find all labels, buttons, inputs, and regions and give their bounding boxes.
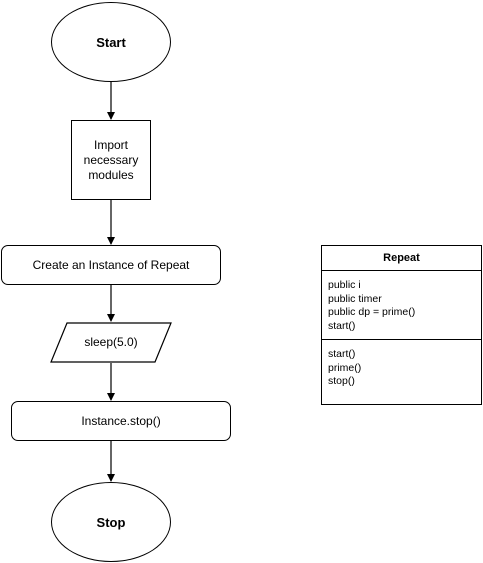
start-label: Start bbox=[96, 34, 126, 50]
import-label: Import necessary modules bbox=[83, 137, 139, 182]
class-title: Repeat bbox=[322, 246, 481, 271]
sleep-parallelogram bbox=[50, 322, 172, 363]
start-terminator: Start bbox=[51, 2, 171, 82]
sleep-io-box: sleep(5.0) bbox=[51, 323, 171, 362]
create-instance-box: Create an Instance of Repeat bbox=[1, 245, 221, 285]
class-operations: start() prime() stop() bbox=[328, 348, 362, 387]
stop-label: Stop bbox=[96, 514, 126, 530]
import-process-box: Import necessary modules bbox=[71, 120, 151, 200]
stop-call-label: Instance.stop() bbox=[81, 413, 161, 428]
repeat-class-box: Repeat public i public timer public dp =… bbox=[321, 245, 482, 405]
sleep-label: sleep(5.0) bbox=[84, 335, 138, 349]
class-attributes: public i public timer public dp = prime(… bbox=[322, 271, 481, 340]
stop-call-box: Instance.stop() bbox=[11, 401, 231, 441]
create-label: Create an Instance of Repeat bbox=[32, 257, 190, 272]
stop-terminator: Stop bbox=[51, 482, 171, 562]
